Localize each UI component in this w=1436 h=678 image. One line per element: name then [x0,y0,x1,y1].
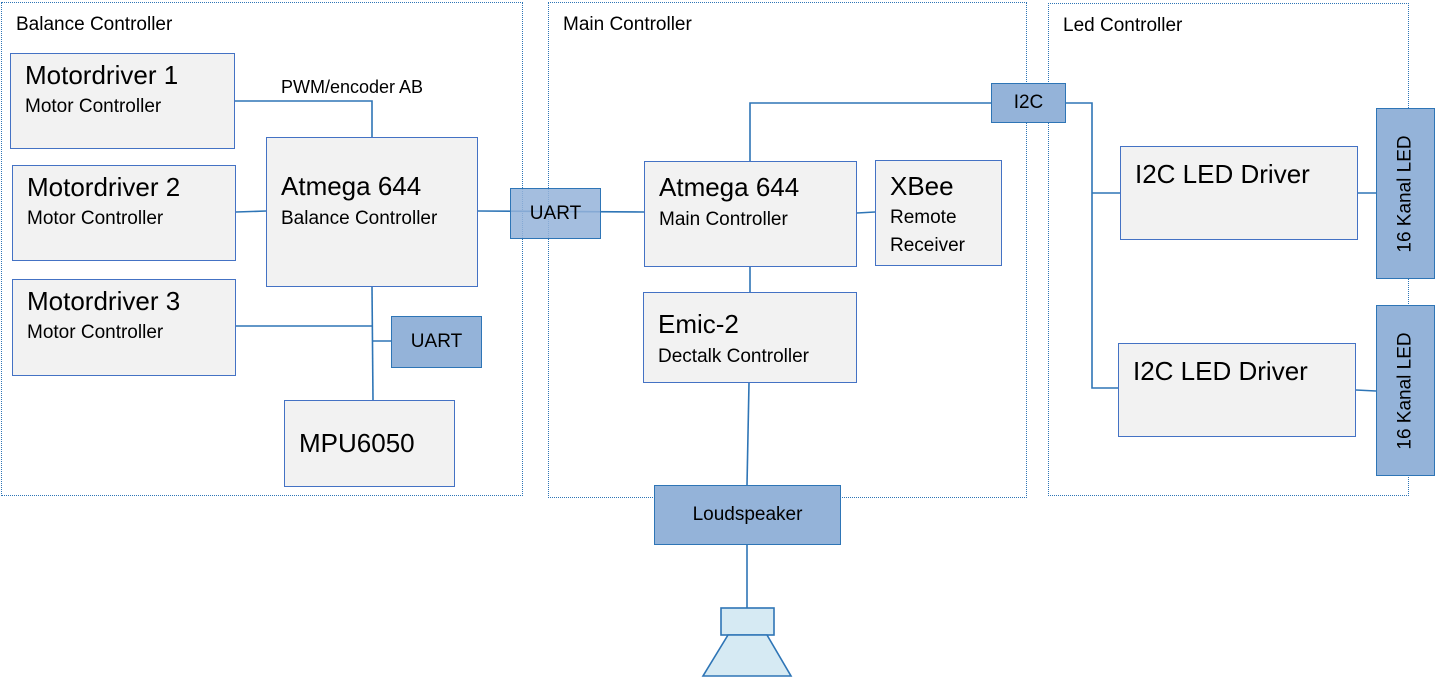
speaker-icon [701,607,793,677]
line-emic-loudspeaker [746,382,750,486]
led-strip-1-label: 16 Kanal LED [1394,134,1416,253]
led-strip-2: 16 Kanal LED [1376,305,1435,476]
motordriver-3-subtitle: Motor Controller [27,322,164,343]
balance-controller-group: Balance Controller [1,2,523,496]
motordriver-3-title: Motordriver 3 [27,286,181,316]
motordriver-3-box: Motordriver 3 Motor Controller [12,279,236,376]
led-strip-1: 16 Kanal LED [1376,108,1435,279]
main-group-label: Main Controller [563,14,692,35]
balance-atmega-box: Atmega 644 Balance Controller [266,137,478,287]
i2c-led-driver-2-box: I2C LED Driver [1118,343,1356,437]
emic-subtitle: Dectalk Controller [658,346,809,367]
mpu6050-title: MPU6050 [299,428,415,458]
motordriver-1-title: Motordriver 1 [25,60,179,90]
pwm-encoder-label: PWM/encoder AB [281,77,424,97]
main-atmega-subtitle: Main Controller [659,209,788,230]
balance-atmega-title: Atmega 644 [281,171,422,201]
line-motor2-atmega [235,210,267,213]
line-atmega-mpu [371,286,374,401]
balance-uart-pill: UART [391,316,482,368]
led-strip-2-label: 16 Kanal LED [1394,331,1416,450]
xbee-title: XBee [890,171,954,201]
motordriver-2-subtitle: Motor Controller [27,208,164,229]
balance-group-label: Balance Controller [16,14,173,35]
i2c-led-driver-2-title: I2C LED Driver [1133,356,1308,386]
emic-box: Emic-2 Dectalk Controller [643,292,857,383]
line-main-xbee [856,211,876,214]
loudspeaker-pill: Loudspeaker [654,485,841,545]
motordriver-2-box: Motordriver 2 Motor Controller [12,165,236,261]
xbee-box: XBee Remote Receiver [875,160,1002,266]
motordriver-2-title: Motordriver 2 [27,172,181,202]
emic-title: Emic-2 [658,309,739,339]
motordriver-1-box: Motordriver 1 Motor Controller [10,53,235,149]
led-group-label: Led Controller [1063,15,1183,36]
bridge-uart-pill: UART [510,188,601,239]
motordriver-1-subtitle: Motor Controller [25,96,162,117]
mpu6050-box: MPU6050 [284,400,455,487]
line-motor1-atmega [235,100,373,137]
i2c-pill: I2C [991,83,1066,123]
main-atmega-box: Atmega 644 Main Controller [644,161,857,267]
i2c-led-driver-1-box: I2C LED Driver [1120,146,1358,240]
xbee-line1: Remote [890,207,957,228]
line-main-i2c [749,102,991,161]
balance-atmega-subtitle: Balance Controller [281,208,438,229]
i2c-led-driver-1-title: I2C LED Driver [1135,159,1310,189]
main-atmega-title: Atmega 644 [659,172,800,202]
line-i2c-bus [1066,102,1118,389]
line-driver2-strip2 [1355,389,1377,392]
xbee-line2: Receiver [890,235,965,256]
